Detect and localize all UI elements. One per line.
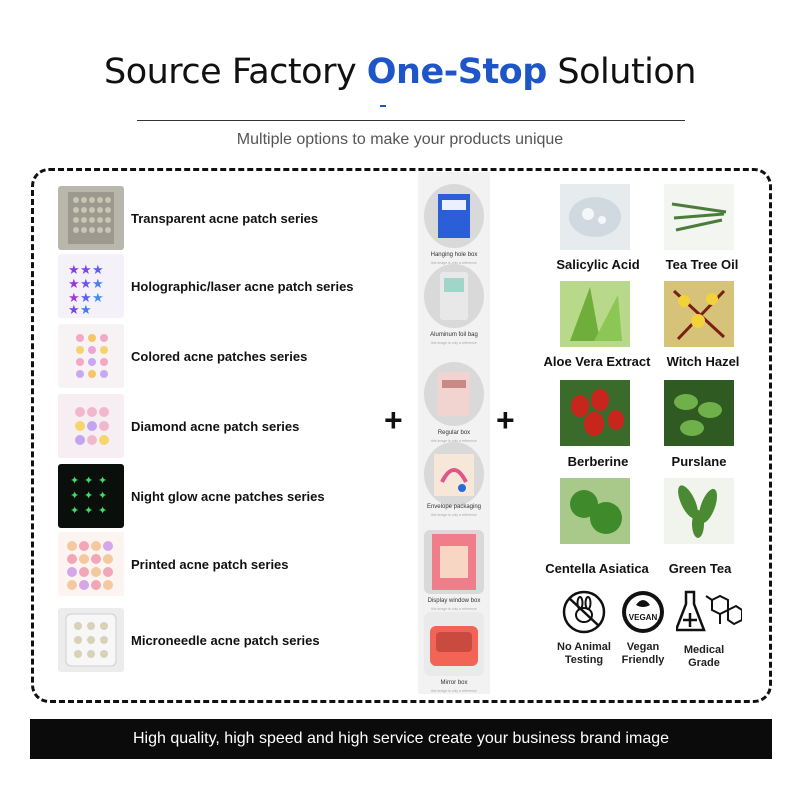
salicylic-acid-image-icon: [560, 184, 630, 250]
colored-butterfly-icon: [58, 324, 124, 388]
ingredient-label: Centella Asiatica: [545, 561, 649, 576]
packaging-label: Mirror box: [440, 680, 468, 686]
svg-text:✦: ✦: [98, 474, 107, 487]
display-window-box-icon: [424, 530, 484, 594]
tea-tree-image-icon: [664, 184, 734, 250]
svg-text:★: ★: [68, 303, 80, 318]
svg-text:★: ★: [80, 291, 92, 306]
diamond-flower-icon: [58, 394, 124, 458]
packaging-note: this image is only a reference: [431, 513, 477, 517]
hanging-hole-box-icon: [424, 184, 484, 248]
svg-text:✦: ✦: [70, 474, 79, 487]
patch-label: Holographic/laser acne patch series: [131, 278, 354, 294]
page-title: Source Factory One-Stop Solution: [0, 52, 800, 92]
ingredient-label: Aloe Vera Extract: [543, 354, 651, 369]
purslane-image-icon: [664, 380, 734, 446]
svg-text:★: ★: [80, 263, 92, 278]
vegan-icon: VEGAN: [620, 589, 666, 635]
svg-text:★: ★: [80, 277, 92, 292]
svg-text:★: ★: [68, 291, 80, 306]
patch-label: Night glow acne patches series: [131, 488, 325, 504]
svg-text:✦: ✦: [84, 504, 93, 517]
packaging-label: Regular box: [437, 430, 471, 436]
printed-cat-icon: [58, 532, 124, 596]
microneedle-icon: [58, 608, 124, 672]
night-glow-icon: ✦ ✦ ✦ ✦ ✦ ✦ ✦ ✦ ✦: [58, 464, 124, 528]
aloe-vera-image-icon: [560, 281, 630, 347]
ingredient-label: Purslane: [671, 454, 727, 469]
ingredient-label: Green Tea: [668, 561, 732, 576]
svg-text:★: ★: [92, 263, 104, 278]
packaging-note: this image is only a reference: [431, 341, 477, 345]
title-accent: One-Stop: [366, 52, 547, 92]
svg-text:✦: ✦: [98, 504, 107, 517]
patch-item-holographic: ★★★ ★★★ ★★★ ★★ Holographic/laser acne pa…: [58, 254, 378, 318]
envelope-packaging-icon: [424, 442, 484, 506]
ingredient-label: Witch Hazel: [666, 354, 740, 369]
witch-hazel-image-icon: [664, 281, 734, 347]
packaging-label: Aluminum foil bag: [430, 332, 478, 338]
header-divider: [137, 120, 685, 121]
holographic-star-icon: ★★★ ★★★ ★★★ ★★: [58, 254, 124, 318]
berberine-image-icon: [560, 380, 630, 446]
aluminum-foil-bag-icon: [424, 264, 484, 328]
svg-text:✦: ✦: [70, 489, 79, 502]
patch-item-colored: Colored acne patches series: [58, 324, 378, 388]
ingredient-label: Berberine: [567, 454, 629, 469]
centella-image-icon: [560, 478, 630, 544]
medical-grade-icon: [674, 586, 743, 638]
accent-dot: [380, 105, 386, 107]
svg-text:★: ★: [92, 277, 104, 292]
svg-text:✦: ✦: [98, 489, 107, 502]
green-tea-image-icon: [664, 478, 734, 544]
plus-sign: +: [496, 402, 515, 438]
patch-label: Colored acne patches series: [131, 348, 308, 364]
svg-text:✦: ✦: [84, 489, 93, 502]
packaging-note: this image is only a reference: [431, 439, 477, 443]
packaging-note: this image is only a reference: [431, 261, 477, 265]
mirror-box-icon: [424, 612, 484, 676]
patch-item-diamond: Diamond acne patch series: [58, 394, 378, 458]
patch-item-transparent: Transparent acne patch series: [58, 186, 378, 250]
vegan-badge-text: VEGAN: [628, 613, 658, 622]
regular-box-icon: [424, 362, 484, 426]
patch-item-printed: Printed acne patch series: [58, 532, 378, 596]
patch-label: Printed acne patch series: [131, 556, 289, 572]
packaging-label: Hanging hole box: [430, 252, 478, 258]
title-suffix: Solution: [546, 52, 696, 92]
ingredient-label: Salicylic Acid: [556, 257, 640, 272]
plus-sign: +: [384, 402, 403, 438]
transparent-patch-icon: [58, 186, 124, 250]
title-prefix: Source Factory: [103, 52, 367, 92]
patch-label: Transparent acne patch series: [131, 210, 319, 226]
patch-label: Microneedle acne patch series: [131, 632, 320, 648]
patch-item-night-glow: ✦ ✦ ✦ ✦ ✦ ✦ ✦ ✦ ✦ Night glow acne patches seri…: [58, 464, 378, 528]
no-animal-testing-icon: [561, 589, 607, 635]
page-subtitle: Multiple options to make your products u…: [236, 131, 564, 148]
footer-banner: High quality, high speed and high servic…: [30, 719, 772, 759]
patch-label: Diamond acne patch series: [131, 418, 300, 434]
packaging-column: Hanging hole box this image is only a re…: [418, 172, 490, 694]
svg-text:★: ★: [68, 277, 80, 292]
options-frame: [31, 168, 772, 703]
packaging-note: this image is only a reference: [431, 689, 477, 693]
packaging-label: Envelope packaging: [426, 504, 482, 510]
svg-text:✦: ✦: [84, 474, 93, 487]
svg-text:★: ★: [80, 303, 92, 318]
packaging-label: Display window box: [427, 598, 481, 604]
svg-text:✦: ✦: [70, 504, 79, 517]
packaging-note: this image is only a reference: [431, 607, 477, 611]
svg-text:★: ★: [68, 263, 80, 278]
svg-text:★: ★: [92, 291, 104, 306]
ingredient-label: Tea Tree Oil: [665, 257, 739, 272]
patch-item-microneedle: Microneedle acne patch series: [58, 608, 378, 672]
